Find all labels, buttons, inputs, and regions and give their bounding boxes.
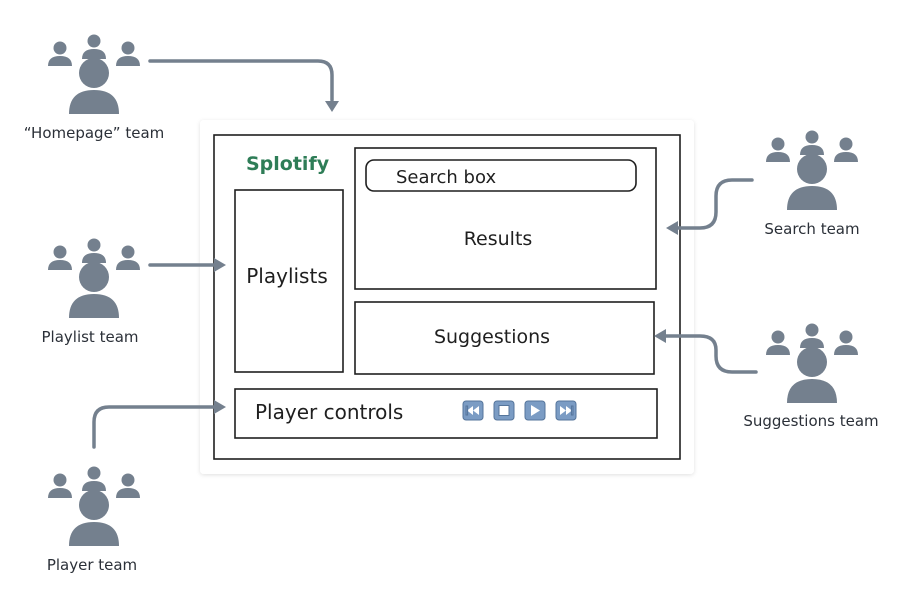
playlists-label: Playlists [246, 264, 328, 288]
skip-forward-button[interactable] [555, 400, 577, 421]
results-panel[interactable] [354, 147, 657, 290]
team-search: Search team [764, 130, 860, 238]
team-search-label: Search team [764, 220, 859, 238]
player-controls-panel[interactable] [234, 388, 658, 439]
stop-icon [498, 405, 510, 416]
play-icon [531, 405, 540, 416]
mockup-card [200, 120, 694, 474]
brand-logo: Splotify [246, 153, 330, 175]
team-player-label: Player team [47, 556, 137, 574]
playlists-panel[interactable] [234, 189, 344, 373]
results-label: Results [464, 228, 533, 250]
search-box[interactable] [365, 159, 637, 192]
team-suggestions: Suggestions team [743, 323, 879, 430]
arrow-suggestions-to-panel [654, 329, 758, 374]
team-player: Player team [47, 466, 140, 574]
arrow-homepage-to-app [148, 59, 339, 112]
skip-back-icon [465, 405, 479, 416]
people-icon [766, 130, 858, 210]
stop-button[interactable] [493, 400, 515, 421]
people-icon [48, 466, 140, 546]
people-icon [48, 34, 140, 114]
skip-forward-icon [560, 405, 574, 416]
search-box-label: Search box [396, 167, 496, 188]
app-mockup: Splotify Playlists Search box Results Su… [200, 120, 694, 474]
people-icon [766, 323, 858, 403]
people-icon [48, 238, 140, 318]
suggestions-label: Suggestions [434, 326, 550, 348]
arrows [92, 59, 758, 449]
team-playlist: Playlist team [42, 238, 140, 346]
arrow-search-to-results [666, 178, 754, 235]
team-homepage: “Homepage” team [24, 34, 165, 142]
skip-back-button[interactable] [462, 400, 484, 421]
player-controls-label: Player controls [255, 400, 403, 424]
play-button[interactable] [524, 400, 546, 421]
team-suggestions-label: Suggestions team [743, 412, 878, 430]
app-window-frame [213, 134, 681, 460]
team-playlist-label: Playlist team [42, 328, 139, 346]
arrow-player-to-controls [92, 400, 226, 449]
team-homepage-label: “Homepage” team [24, 124, 165, 142]
suggestions-panel[interactable] [354, 301, 655, 375]
arrow-playlist-to-playlists [148, 258, 226, 272]
